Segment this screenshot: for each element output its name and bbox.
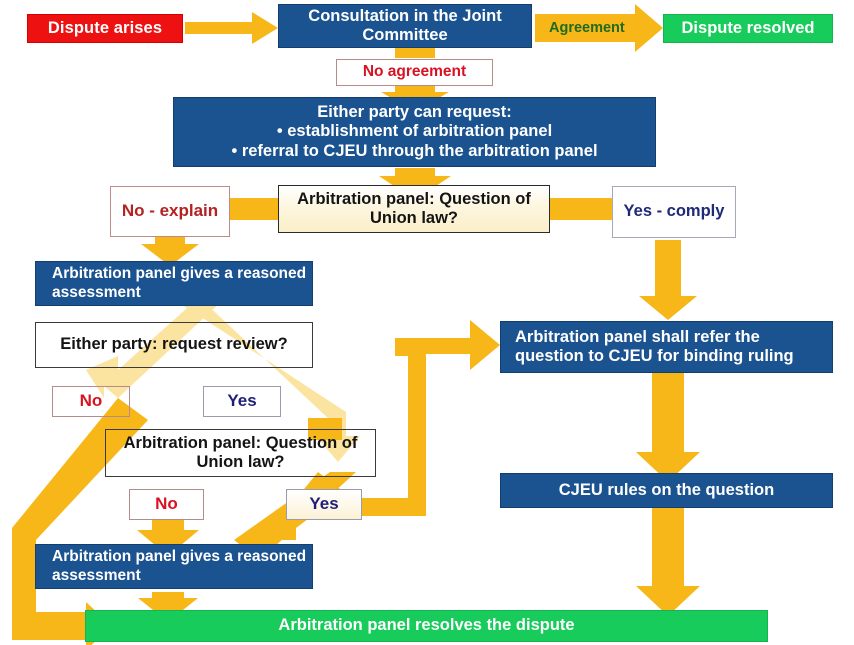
arrow-refer-to-cjeurules xyxy=(636,372,700,482)
node-q2-yes-label: Yes xyxy=(309,494,339,514)
either-party-line1: Either party can request: xyxy=(317,102,512,121)
node-reasoned-assessment-1-label: Arbitration panel gives a reasoned asses… xyxy=(52,265,307,301)
node-either-party-review-label: Either party: request review? xyxy=(60,335,288,354)
edge-label-agreement: Agreement xyxy=(549,20,625,36)
node-panel-resolves-dispute[interactable]: Arbitration panel resolves the dispute xyxy=(85,610,768,642)
either-party-line3: • referral to CJEU through the arbitrati… xyxy=(231,141,598,160)
node-panel-resolves-label: Arbitration panel resolves the dispute xyxy=(278,616,575,635)
node-no-agreement-label: No agreement xyxy=(362,63,467,81)
node-review-yes[interactable]: Yes xyxy=(203,386,281,417)
node-dispute-arises-label: Dispute arises xyxy=(47,18,163,37)
node-reasoned-assessment-2-label: Arbitration panel gives a reasoned asses… xyxy=(52,548,307,584)
node-reasoned-assessment-1[interactable]: Arbitration panel gives a reasoned asses… xyxy=(35,261,313,306)
node-no-explain[interactable]: No - explain xyxy=(110,186,230,237)
node-reasoned-assessment-2[interactable]: Arbitration panel gives a reasoned asses… xyxy=(35,544,313,589)
arrow-eitherparty-down-shaft xyxy=(395,168,435,182)
node-refer-to-cjeu-label: Arbitration panel shall refer the questi… xyxy=(515,327,794,365)
arrow-q2yes-to-refer xyxy=(356,320,500,516)
node-either-party-request-review[interactable]: Either party: request review? xyxy=(35,322,313,368)
node-either-party-can-request[interactable]: Either party can request: • establishmen… xyxy=(173,97,656,167)
either-party-line2: • establishment of arbitration panel xyxy=(276,122,553,141)
node-review-no-label: No xyxy=(79,391,103,411)
node-no-explain-label: No - explain xyxy=(121,201,219,221)
node-refer-to-cjeu[interactable]: Arbitration panel shall refer the questi… xyxy=(500,321,833,373)
arrow-yescomply-down-head xyxy=(639,240,697,320)
node-question-union-law-2-label: Arbitration panel: Question of Union law… xyxy=(123,433,358,471)
node-question-union-law-1[interactable]: Arbitration panel: Question of Union law… xyxy=(278,185,550,233)
node-dispute-arises[interactable]: Dispute arises xyxy=(27,14,183,43)
node-review-yes-label: Yes xyxy=(227,391,257,411)
node-dispute-resolved-label: Dispute resolved xyxy=(681,18,815,37)
node-cjeu-rules[interactable]: CJEU rules on the question xyxy=(500,473,833,508)
node-q2-no[interactable]: No xyxy=(129,489,204,520)
node-consultation-joint-committee[interactable]: Consultation in the Joint Committee xyxy=(278,4,532,48)
node-cjeu-rules-label: CJEU rules on the question xyxy=(558,480,775,499)
node-yes-comply[interactable]: Yes - comply xyxy=(612,186,736,238)
node-question-union-law-2[interactable]: Arbitration panel: Question of Union law… xyxy=(105,429,376,477)
node-no-agreement[interactable]: No agreement xyxy=(336,59,493,86)
node-q2-yes[interactable]: Yes xyxy=(286,489,362,520)
arrow-cjeurules-to-resolves xyxy=(636,508,700,616)
node-review-no[interactable]: No xyxy=(52,386,130,417)
edge-label-agreement-text: Agreement xyxy=(549,20,625,36)
arrow-decision-left-shaft xyxy=(228,198,282,220)
arrow-decision-right-shaft xyxy=(546,198,612,220)
node-dispute-resolved[interactable]: Dispute resolved xyxy=(663,14,833,43)
node-question-union-law-1-label: Arbitration panel: Question of Union law… xyxy=(297,189,531,227)
node-consultation-label: Consultation in the Joint Committee xyxy=(308,6,502,44)
node-q2-no-label: No xyxy=(155,494,178,514)
node-yes-comply-label: Yes - comply xyxy=(623,202,725,221)
node-either-party-content: Either party can request: • establishmen… xyxy=(225,103,603,161)
arrow-dispute-to-consultation xyxy=(185,12,278,44)
